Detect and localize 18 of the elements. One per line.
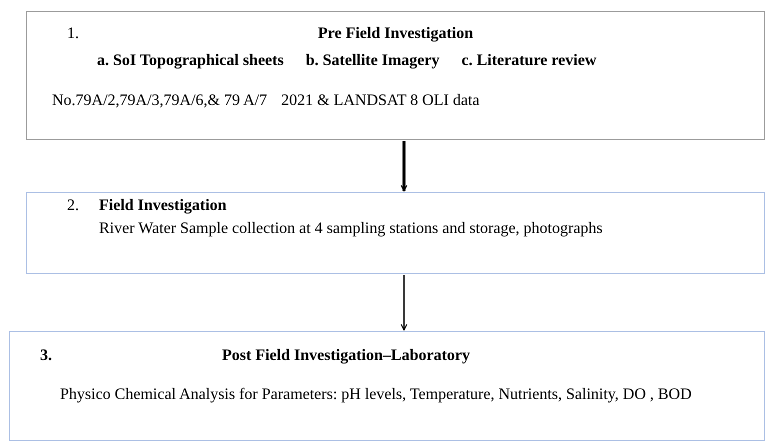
step-number: 1. bbox=[67, 25, 79, 42]
arrow bbox=[400, 275, 408, 331]
source-item: a. SoI Topographical sheets bbox=[97, 51, 284, 71]
step-number: 3. bbox=[40, 347, 52, 364]
step-number: 2. bbox=[67, 197, 79, 214]
step-description: River Water Sample collection at 4 sampling stations and storage, photographs bbox=[99, 220, 603, 237]
step-heading: Field Investigation bbox=[99, 197, 227, 214]
source-item: c. Literature review bbox=[461, 51, 596, 71]
data-detail: 2021 & LANDSAT 8 OLI data bbox=[281, 91, 480, 111]
process-box bbox=[26, 192, 765, 274]
step-heading: Post Field Investigation–Laboratory bbox=[222, 347, 470, 364]
data-detail: No.79A/2,79A/3,79A/6,& 79 A/7 bbox=[52, 91, 268, 111]
process-box bbox=[26, 11, 765, 140]
process-box bbox=[9, 331, 765, 441]
step-heading: Pre Field Investigation bbox=[318, 24, 474, 44]
source-item: b. Satellite Imagery bbox=[306, 51, 440, 71]
arrow bbox=[400, 141, 408, 192]
step-description: Physico Chemical Analysis for Parameters: pH levels, Temperature, Nutrients, Salinity, DO , BOD bbox=[59, 385, 693, 405]
